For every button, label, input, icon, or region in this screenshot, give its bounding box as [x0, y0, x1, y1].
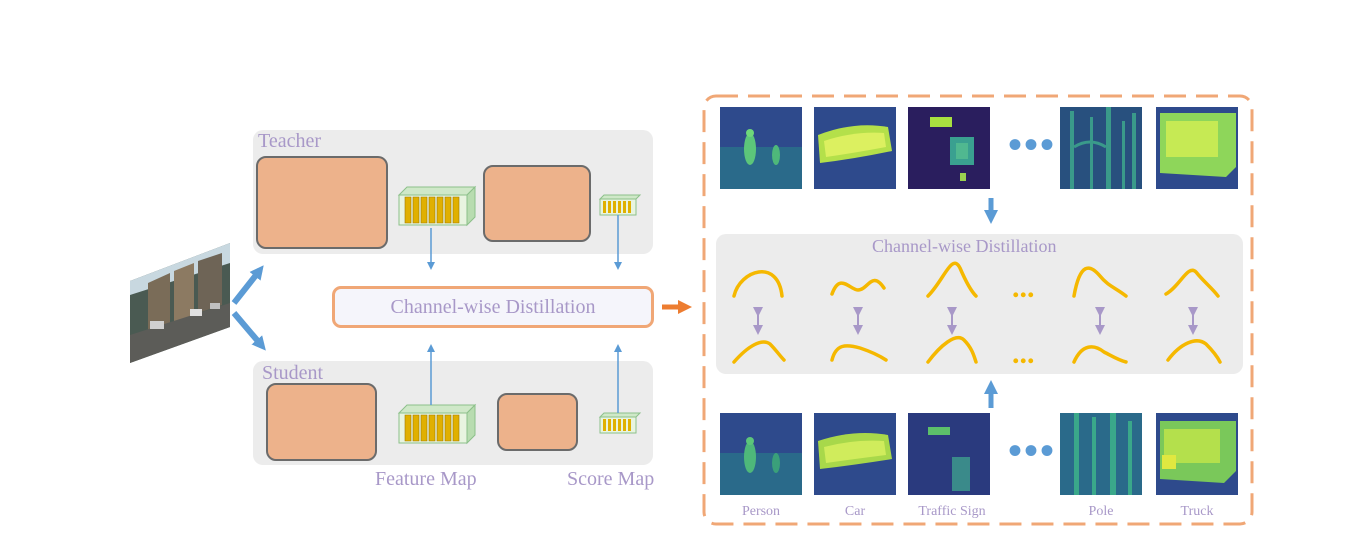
teacher-distribution-curve	[830, 278, 886, 296]
detail-dashed-border	[702, 94, 1254, 526]
teacher-curve-ellipsis: ...	[1012, 271, 1035, 304]
student-distribution-curve	[1072, 345, 1128, 364]
student-label: Student	[262, 362, 324, 384]
teacher-heatmap-car	[814, 107, 896, 189]
student-score-map-tensor-icon	[598, 411, 642, 440]
feature-map-label: Feature Map	[375, 468, 477, 490]
student-feature-map-tensor-icon	[397, 403, 477, 450]
score-map-label: Score Map	[567, 468, 655, 490]
caption-truck: Truck	[1180, 504, 1214, 519]
teacher-label: Teacher	[258, 130, 321, 152]
student-heatmap-pole	[1060, 413, 1142, 495]
input-to-student-arrow	[231, 311, 266, 351]
caption-car: Car	[844, 504, 866, 519]
input-image	[130, 243, 230, 363]
student-decoder-block	[497, 393, 578, 451]
teacher-decoder-block	[483, 165, 591, 242]
student-curve-ellipsis: ...	[1012, 337, 1035, 370]
teacher-distribution-curve	[926, 261, 978, 298]
student-encoder-block	[266, 383, 377, 461]
teacher-heatmap-traffic-sign	[908, 107, 990, 189]
student-heatmap-truck	[1156, 413, 1238, 495]
right-distillation-panel	[716, 234, 1243, 374]
left-distillation-box: Channel-wise Distillation	[332, 286, 654, 328]
teacher-heatmap-truck	[1156, 107, 1238, 189]
input-to-teacher-arrow	[231, 265, 264, 305]
teacher-distribution-curve	[1164, 268, 1220, 298]
student-distribution-curve	[1166, 339, 1222, 364]
teacher-feature-map-tensor-icon	[397, 185, 477, 232]
caption-person: Person	[741, 504, 781, 519]
left-distillation-label: Channel-wise Distillation	[390, 295, 596, 318]
student-heatmap-car	[814, 413, 896, 495]
student-heatmap-person	[720, 413, 802, 495]
student-heatmap-traffic-sign	[908, 413, 990, 495]
teacher-heatmap-person	[720, 107, 802, 189]
caption-pole: Pole	[1088, 504, 1114, 519]
student-distribution-curve	[732, 340, 786, 364]
right-distillation-label: Channel-wise Distillation	[872, 236, 1057, 256]
teacher-distribution-curve	[1072, 266, 1128, 298]
caption-traffic-sign: Traffic Sign	[918, 504, 986, 519]
teacher-distribution-curve	[732, 270, 784, 298]
student-distribution-curve	[926, 336, 978, 364]
teacher-encoder-block	[256, 156, 388, 249]
teacher-heatmap-pole	[1060, 107, 1142, 189]
student-distribution-curve	[830, 344, 888, 362]
